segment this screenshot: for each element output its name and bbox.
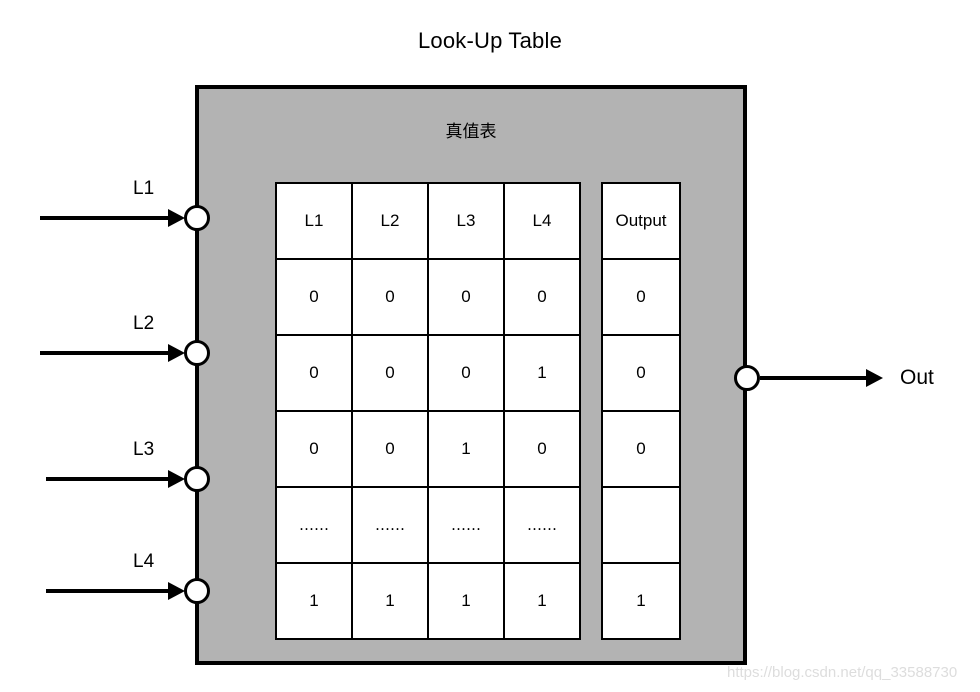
table-cell: 0: [275, 334, 353, 412]
table-row: 0: [601, 410, 681, 488]
input-wire-l1: [40, 216, 180, 220]
input-label-l3: L3: [133, 439, 155, 460]
table-row-header: Output: [601, 182, 681, 260]
table-header-cell-output: Output: [601, 182, 681, 260]
table-header-cell: L4: [503, 182, 581, 260]
table-cell-output: 1: [601, 562, 681, 640]
table-cell: 1: [275, 562, 353, 640]
output-label: Out: [900, 366, 934, 389]
table-cell: 0: [351, 334, 429, 412]
table-cell: ……: [275, 486, 353, 564]
table-cell-output: [601, 486, 681, 564]
table-row-header: L1 L2 L3 L4: [275, 182, 581, 260]
input-port-l1[interactable]: [184, 205, 210, 231]
table-row: 1 1 1 1: [275, 562, 581, 640]
truth-table-output: Output 0 0 0 1: [601, 182, 681, 640]
table-cell: 1: [503, 334, 581, 412]
input-arrowhead-l1: [168, 209, 185, 227]
table-row-ellipsis: …… …… …… ……: [275, 486, 581, 564]
table-cell: 0: [427, 258, 505, 336]
table-cell: 0: [351, 410, 429, 488]
truth-table-inputs: L1 L2 L3 L4 0 0 0 0 0 0 0 1 0 0 1 0: [275, 182, 581, 640]
table-cell-output: 0: [601, 410, 681, 488]
table-cell: 1: [427, 410, 505, 488]
truth-table-subtitle: 真值表: [445, 122, 497, 142]
input-arrowhead-l3: [168, 470, 185, 488]
table-cell: 0: [503, 258, 581, 336]
table-cell: ……: [351, 486, 429, 564]
input-wire-l3: [46, 477, 180, 481]
table-row: 0 0 0 0: [275, 258, 581, 336]
page-title: Look-Up Table: [417, 28, 563, 53]
input-port-l2[interactable]: [184, 340, 210, 366]
table-cell: 1: [351, 562, 429, 640]
output-wire: [760, 376, 870, 380]
table-cell: 0: [351, 258, 429, 336]
input-arrowhead-l2: [168, 344, 185, 362]
table-cell: 0: [503, 410, 581, 488]
table-row: 0: [601, 258, 681, 336]
table-header-cell: L2: [351, 182, 429, 260]
input-label-l1: L1: [133, 178, 155, 199]
output-arrowhead: [866, 369, 883, 387]
table-header-cell: L3: [427, 182, 505, 260]
table-row: 0: [601, 334, 681, 412]
table-cell: 0: [275, 410, 353, 488]
table-row: 0 0 1 0: [275, 410, 581, 488]
table-cell: ……: [503, 486, 581, 564]
table-cell: 0: [275, 258, 353, 336]
input-arrowhead-l4: [168, 582, 185, 600]
input-wire-l2: [40, 351, 180, 355]
table-header-cell: L1: [275, 182, 353, 260]
input-port-l3[interactable]: [184, 466, 210, 492]
table-cell-output: 0: [601, 258, 681, 336]
table-row: 0 0 0 1: [275, 334, 581, 412]
table-cell: 1: [503, 562, 581, 640]
output-port[interactable]: [734, 365, 760, 391]
table-cell-output: 0: [601, 334, 681, 412]
watermark-text: https://blog.csdn.net/qq_33588730: [727, 664, 958, 681]
table-row: 1: [601, 562, 681, 640]
input-wire-l4: [46, 589, 180, 593]
input-port-l4[interactable]: [184, 578, 210, 604]
input-label-l4: L4: [133, 551, 155, 572]
table-cell: 0: [427, 334, 505, 412]
table-cell: 1: [427, 562, 505, 640]
table-cell: ……: [427, 486, 505, 564]
input-label-l2: L2: [133, 313, 155, 334]
table-row-ellipsis: [601, 486, 681, 564]
